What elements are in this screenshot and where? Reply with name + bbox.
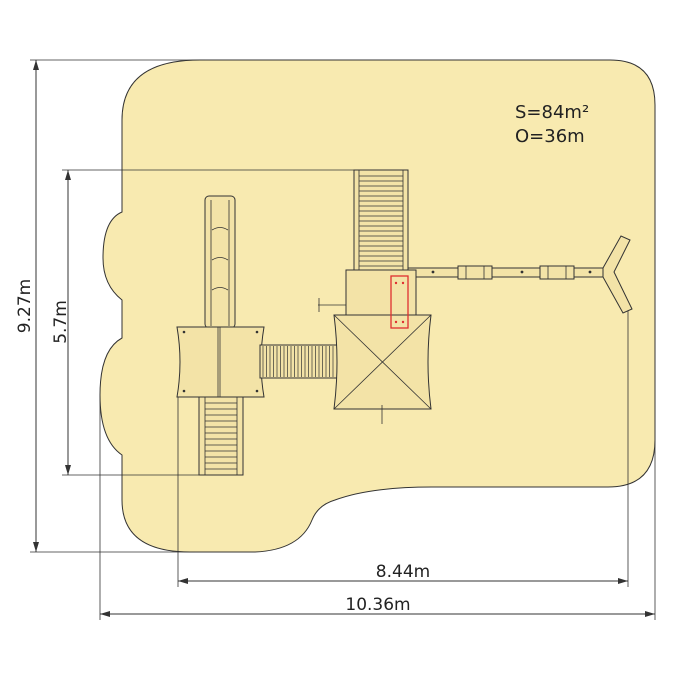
dimension-width-inner bbox=[177, 310, 629, 587]
swing-beam bbox=[407, 265, 607, 280]
right-tower bbox=[318, 269, 432, 424]
dimension-width-total bbox=[99, 395, 656, 620]
perimeter-label: O=36m bbox=[515, 126, 585, 147]
dimension-height-inner bbox=[62, 169, 360, 476]
top-ladder bbox=[353, 169, 409, 276]
dimension-height-total bbox=[30, 59, 205, 553]
height-total-label: 9.27m bbox=[15, 279, 35, 333]
area-label: S=84m² bbox=[515, 102, 589, 123]
width-total-label: 10.36m bbox=[345, 595, 410, 615]
left-ladder bbox=[198, 396, 244, 476]
width-inner-label: 8.44m bbox=[376, 562, 430, 582]
left-slide bbox=[204, 195, 236, 329]
highlighted-component bbox=[390, 275, 409, 329]
height-inner-label: 5.7m bbox=[51, 300, 71, 344]
left-tower bbox=[176, 326, 265, 398]
swing-a-frame bbox=[602, 235, 633, 314]
connecting-bridge bbox=[259, 344, 339, 379]
